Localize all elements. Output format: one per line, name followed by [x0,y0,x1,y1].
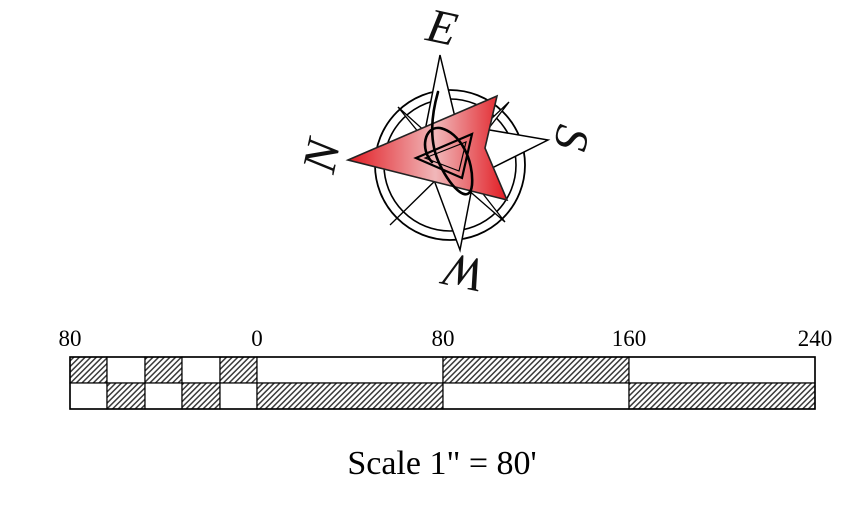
scale-segment [106,382,146,410]
scale-tick-label: 160 [612,326,647,351]
compass-inner-triangle-inset [423,141,467,172]
scale-segment [628,356,816,384]
scale-segment [69,356,108,384]
scale-bar: 80 0 80 160 240 Scale 1" = 80' [59,326,833,482]
scale-tick-label: 80 [432,326,455,351]
direction-label-east: E [421,0,462,57]
scale-tick-label: 0 [251,326,263,351]
direction-label-north: N [292,132,351,178]
compass-rose: N E S W [292,0,600,302]
scale-segment [219,382,258,410]
scale-segment [181,382,221,410]
scale-segment [106,356,146,384]
direction-label-south: S [543,121,600,155]
compass-calligraphic-loop [423,90,474,196]
scale-tick-label: 80 [59,326,82,351]
scale-segment [442,382,630,410]
scale-segment [256,382,444,410]
scale-segment [181,356,221,384]
scale-caption: Scale 1" = 80' [347,445,536,482]
scale-segment [628,382,816,410]
scale-segment [144,382,183,410]
direction-label-west: W [436,241,490,302]
scale-segment [144,356,183,384]
scale-segment [219,356,258,384]
scale-segment [69,382,108,410]
scale-segment [256,356,444,384]
scale-tick-label: 240 [798,326,833,351]
scale-segment [442,356,630,384]
scale-bar-frame [69,356,816,410]
